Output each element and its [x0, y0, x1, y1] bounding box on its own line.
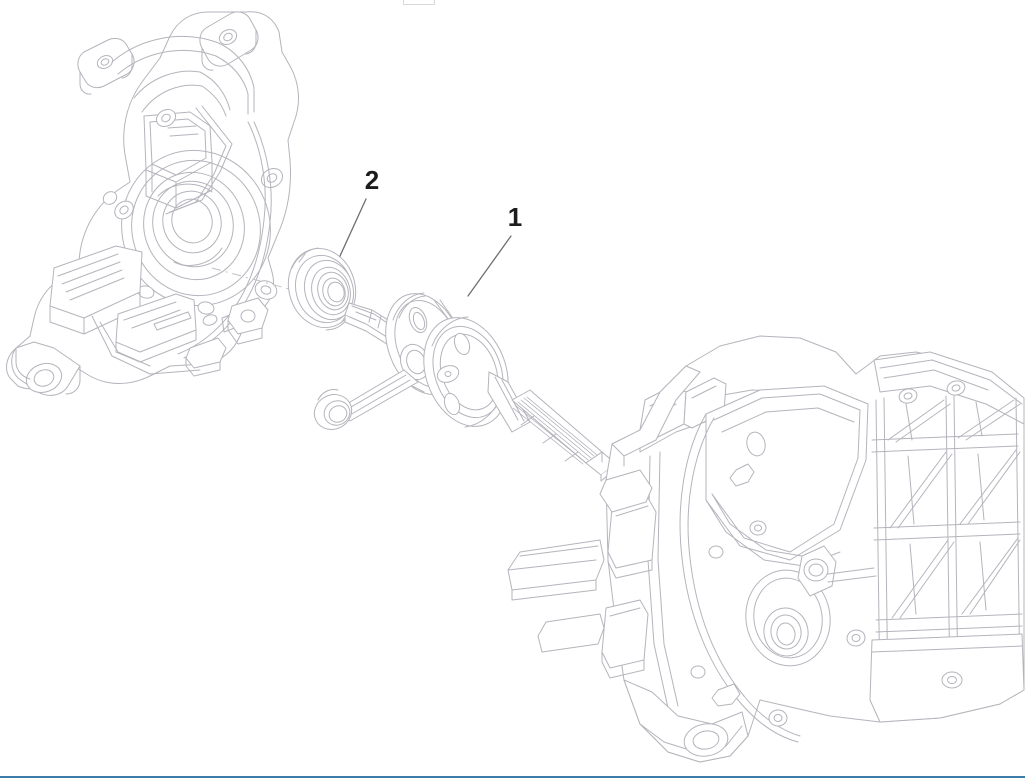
callout-label-2: 2 [365, 165, 379, 195]
spline-hatching [512, 396, 598, 465]
part-crankshaft-assembly [313, 292, 617, 482]
part-crankshaft-bearing [287, 247, 357, 331]
leader-line-1 [467, 235, 512, 297]
callout-label-1: 1 [508, 202, 522, 232]
assembly-centerline [211, 267, 301, 293]
cooling-rib-lattice [871, 395, 1023, 701]
callout-group: 2 1 [339, 165, 522, 297]
left-crankcase-cover [6, 11, 299, 396]
right-crankcase-housing [507, 335, 1025, 763]
footer-divider [0, 776, 1025, 778]
leader-line-2 [339, 198, 367, 257]
top-cropped-box [403, 0, 435, 5]
